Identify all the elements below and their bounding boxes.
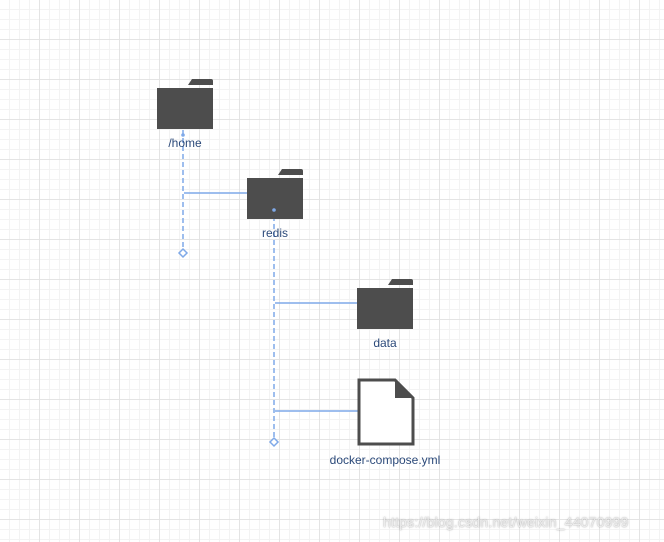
node-label: redis [262,226,288,240]
node-label: data [373,336,397,350]
connector-anchor [181,133,185,137]
folder-icon [247,169,303,219]
folder-icon [157,79,213,129]
folder-icon [357,279,413,329]
file-icon [357,378,415,446]
tree-node-home[interactable]: /home [157,79,213,150]
connector-redis [268,208,358,448]
watermark: https://blog.csdn.net/weixin_44070999 [383,514,629,530]
tree-node-compose[interactable]: docker-compose.yml [330,378,441,467]
connector-home [177,130,247,259]
node-label: /home [168,136,202,150]
node-label: docker-compose.yml [330,453,441,467]
tree-node-data[interactable]: data [357,279,413,350]
tree-node-redis[interactable]: redis [247,169,303,240]
connector-anchor [272,208,276,212]
